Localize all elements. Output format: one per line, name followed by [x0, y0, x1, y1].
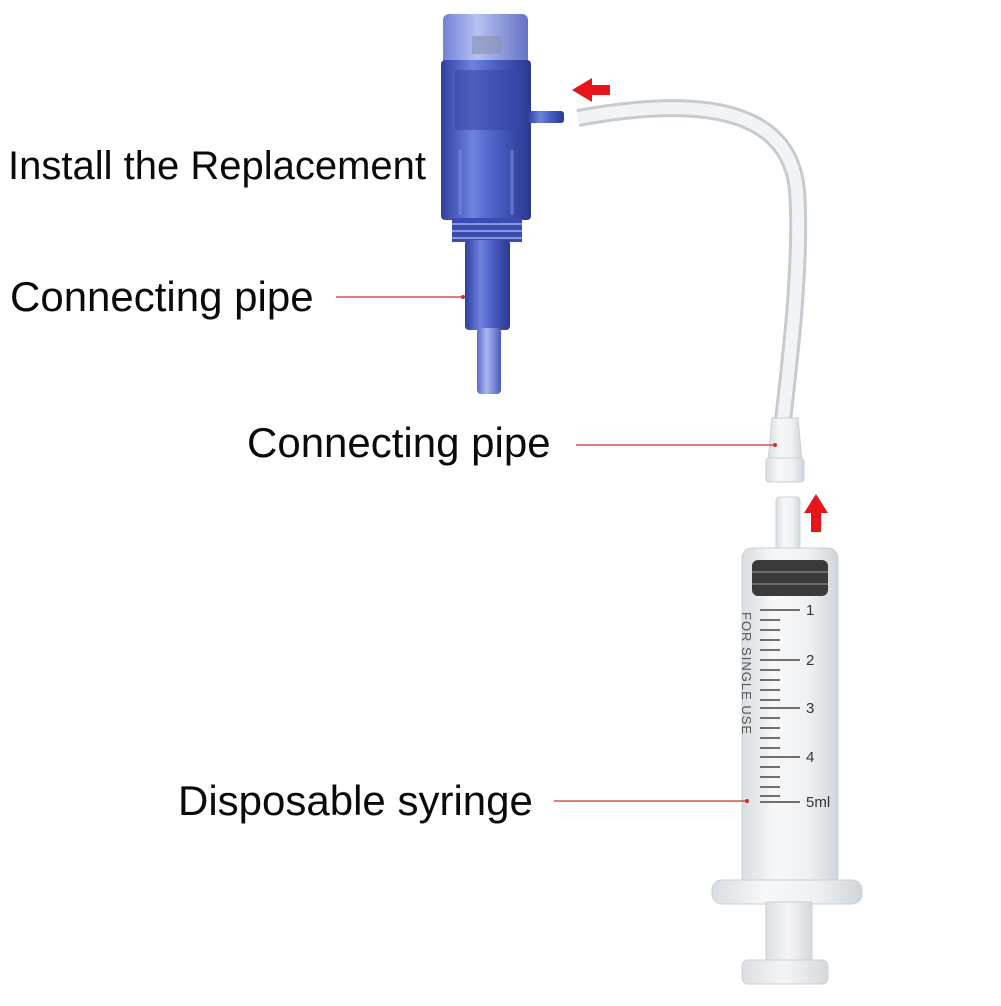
needle-head [472, 36, 502, 54]
connecting-pipe-label-top: Connecting pipe [10, 276, 314, 318]
arrow-left-icon [572, 78, 610, 102]
barrel-print: FOR SINGLE USE [739, 612, 754, 735]
scale-label-4: 4 [806, 749, 814, 766]
leader-lines [336, 295, 777, 803]
syringe-nozzle [776, 497, 800, 555]
tube-connector [768, 418, 802, 462]
syringe-barrel [742, 548, 838, 888]
cartridge-inner [455, 70, 517, 130]
cartridge-stem [465, 240, 510, 330]
disposable-syringe-label: Disposable syringe [178, 780, 533, 822]
plunger-rod [766, 902, 812, 964]
scale-label-3: 3 [806, 700, 814, 717]
syringe: 1 2 3 4 5ml FOR SINGLE USE [712, 497, 862, 984]
plunger-thumb-rest [742, 960, 828, 984]
scale-label-5ml: 5ml [806, 794, 830, 811]
syringe-flange [712, 880, 862, 904]
connecting-pipe-label-middle: Connecting pipe [247, 422, 551, 464]
cartridge-side-port [528, 111, 564, 123]
cartridge-tip [477, 328, 501, 394]
scale-label-1: 1 [806, 602, 814, 619]
scale-label-2: 2 [806, 652, 814, 669]
connecting-tube [578, 108, 804, 482]
plunger-stopper [752, 560, 828, 596]
install-label: Install the Replacement [8, 146, 426, 186]
arrow-up-icon [804, 494, 828, 532]
needle-cartridge [441, 14, 564, 394]
